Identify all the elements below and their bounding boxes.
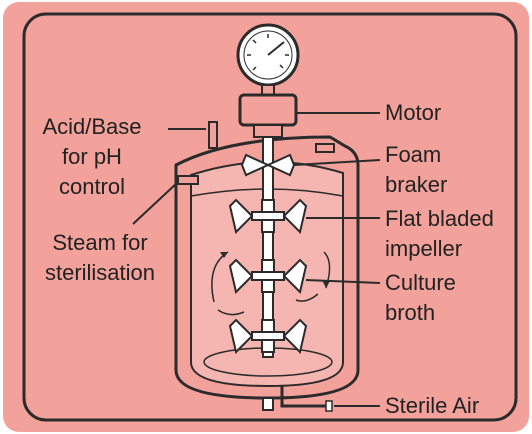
steam-label: Steam for sterilisation bbox=[30, 228, 170, 288]
foam-label-line2: braker bbox=[385, 172, 448, 197]
agitator-shaft bbox=[262, 136, 274, 358]
leader-lines bbox=[132, 112, 381, 407]
culture-label-line1: Culture bbox=[385, 270, 456, 295]
inner-frame bbox=[22, 12, 518, 422]
acid-base-label-line2: for pH bbox=[62, 144, 122, 169]
culture-label-line2: broth bbox=[385, 300, 436, 325]
motor-icon bbox=[238, 93, 298, 138]
arrow-heads bbox=[220, 252, 330, 288]
pressure-gauge-icon bbox=[236, 23, 300, 96]
impeller-label: Flat bladed impeller bbox=[385, 204, 494, 264]
impeller-icon bbox=[228, 318, 308, 354]
air-pipe-icon bbox=[262, 385, 333, 412]
steam-label-line1: Steam for bbox=[52, 230, 148, 255]
acid-base-label-line1: Acid/Base bbox=[42, 114, 142, 139]
impeller-icon bbox=[228, 258, 308, 294]
impeller-icon bbox=[228, 198, 308, 234]
sterile-air-label: Sterile Air bbox=[385, 393, 480, 418]
foam-breaker-label: Foam braker bbox=[385, 140, 447, 200]
motor-label: Motor bbox=[385, 100, 442, 125]
impeller-label-line1: Flat bladed bbox=[385, 206, 494, 231]
acid-base-label-line3: control bbox=[58, 174, 126, 199]
steam-label-line2: sterilisation bbox=[44, 260, 156, 285]
vessel-outer-shell bbox=[174, 135, 360, 400]
foam-label-line1: Foam bbox=[385, 142, 442, 167]
top-port bbox=[315, 143, 335, 153]
culture-broth-label: Culture broth bbox=[385, 268, 456, 328]
acid-base-pipe bbox=[208, 121, 218, 149]
steam-inlet bbox=[177, 175, 199, 185]
acid-base-label: Acid/Base for pH control bbox=[22, 112, 162, 202]
impeller-label-line2: impeller bbox=[385, 236, 463, 261]
